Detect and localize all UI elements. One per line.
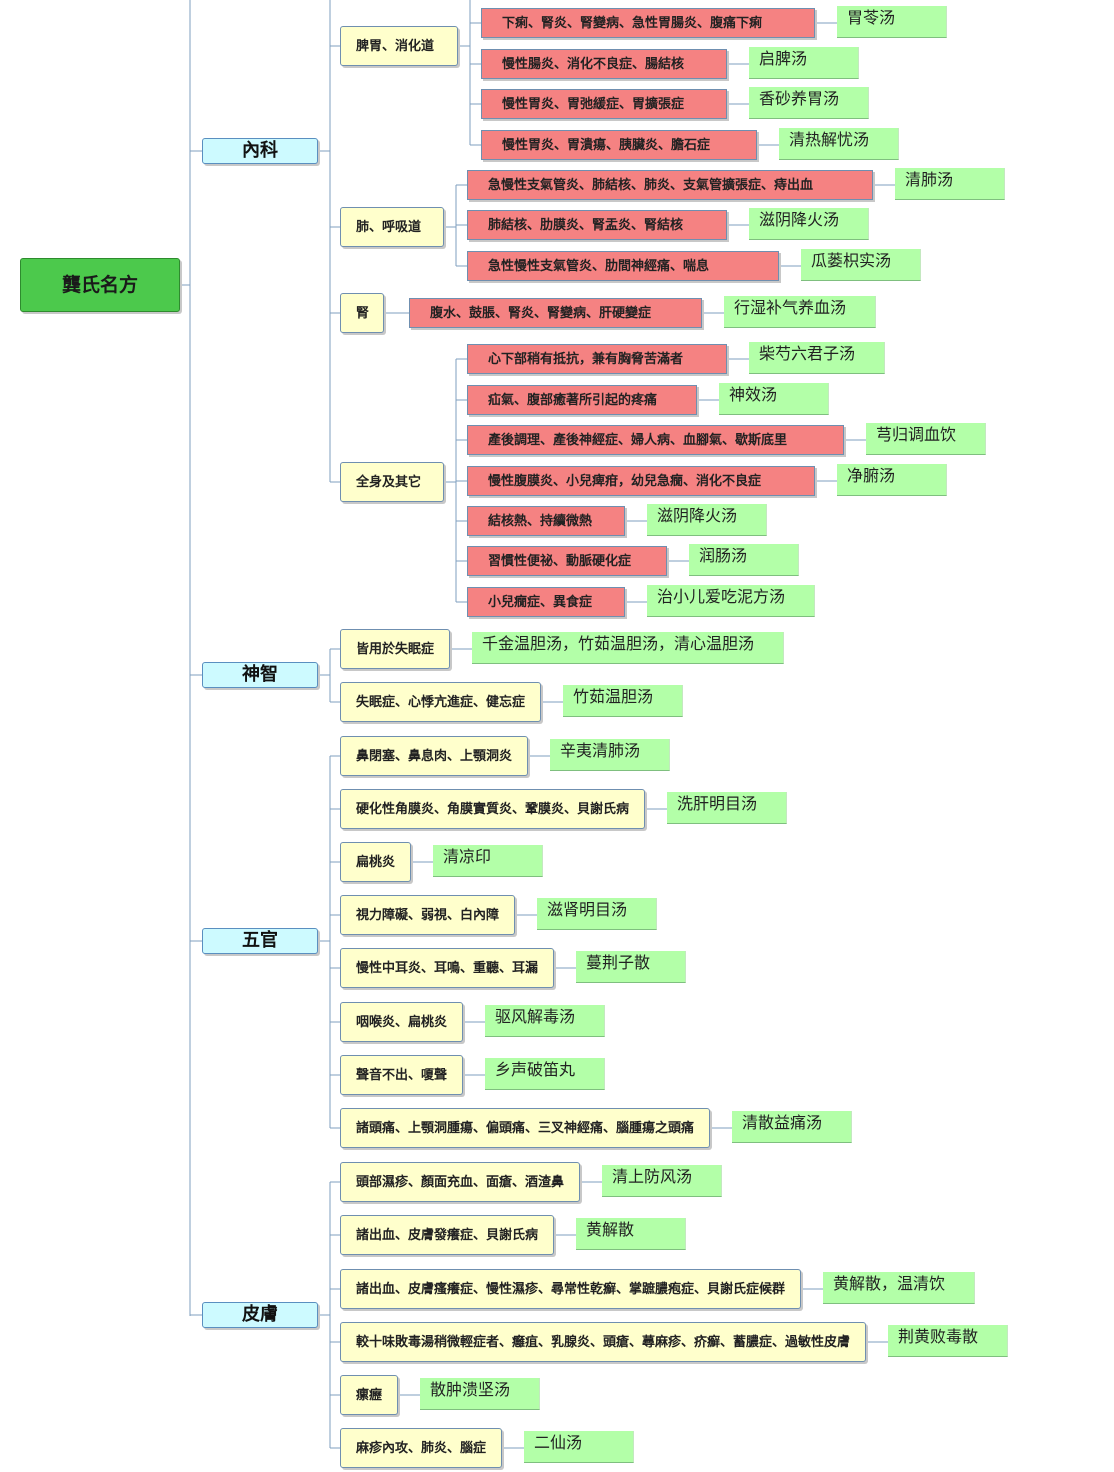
formula-3-0[interactable]: 柴芍六君子汤	[749, 342, 885, 374]
root-node[interactable]: 龔氏名方	[20, 258, 180, 312]
group-2-5[interactable]: 咽喉炎、扁桃炎	[340, 1002, 463, 1042]
group-0-3[interactable]: 全身及其它	[340, 462, 444, 502]
category-1[interactable]: 神智	[202, 662, 318, 688]
group-2-3[interactable]: 視力障礙、弱視、白內障	[340, 895, 515, 935]
symptom-3-0[interactable]: 心下部稍有抵抗，兼有胸脅苦滿者	[467, 344, 727, 374]
formula-1-0[interactable]: 千金温胆汤，竹茹温胆汤，清心温胆汤	[472, 632, 784, 664]
formula-2-3[interactable]: 滋肾明目汤	[537, 898, 657, 930]
group-2-7[interactable]: 諸頭痛、上顎洞腫瘍、偏頭痛、三叉神經痛、腦腫瘍之頭痛	[340, 1108, 710, 1148]
symptom-2-0[interactable]: 腹水、鼓脹、腎炎、腎變病、肝硬變症	[409, 298, 702, 328]
formula-2-1[interactable]: 洗肝明目汤	[667, 792, 787, 824]
group-0-0[interactable]: 脾胃、消化道	[340, 26, 458, 66]
symptom-0-2[interactable]: 慢性胃炎、胃弛緩症、胃擴張症	[481, 89, 727, 119]
symptom-1-2[interactable]: 急性慢性支氣管炎、肋間神經痛、喘息	[467, 251, 779, 281]
formula-3-2[interactable]: 芎归调血饮	[866, 423, 986, 455]
formula-3-2[interactable]: 黄解散，温清饮	[823, 1272, 975, 1304]
formula-2-2[interactable]: 清凉印	[433, 845, 543, 877]
group-0-1[interactable]: 肺、呼吸道	[340, 207, 444, 247]
group-1-1[interactable]: 失眠症、心悸亢進症、健忘症	[340, 682, 541, 722]
group-2-6[interactable]: 聲音不出、嗄聲	[340, 1055, 463, 1095]
group-0-2[interactable]: 腎	[340, 293, 384, 333]
symptom-3-2[interactable]: 產後調理、產後神經症、婦人病、血腳氣、歇斯底里	[467, 425, 844, 455]
formula-2-4[interactable]: 蔓荆子散	[576, 951, 686, 983]
symptom-0-3[interactable]: 慢性胃炎、胃潰瘍、胰臟炎、膽石症	[481, 130, 757, 160]
category-0[interactable]: 內科	[202, 138, 318, 164]
formula-1-1[interactable]: 竹茹温胆汤	[563, 685, 683, 717]
formula-3-5[interactable]: 二仙汤	[524, 1431, 634, 1463]
group-3-0[interactable]: 頭部濕疹、顏面充血、面瘡、酒渣鼻	[340, 1162, 580, 1202]
group-3-4[interactable]: 瘰癧	[340, 1375, 398, 1415]
formula-3-0[interactable]: 清上防风汤	[602, 1165, 722, 1197]
symptom-1-1[interactable]: 肺結核、肋膜炎、腎盂炎、腎結核	[467, 210, 727, 240]
group-3-2[interactable]: 諸出血、皮膚瘙癢症、慢性濕疹、尋常性乾癬、掌蹠膿疱症、貝謝氏症候群	[340, 1269, 801, 1309]
symptom-0-1[interactable]: 慢性腸炎、消化不良症、腸結核	[481, 49, 727, 79]
formula-2-0[interactable]: 辛夷清肺汤	[550, 739, 670, 771]
formula-2-0[interactable]: 行湿补气养血汤	[724, 296, 876, 328]
category-2[interactable]: 五官	[202, 928, 318, 954]
formula-3-1[interactable]: 神效汤	[719, 383, 829, 415]
group-2-2[interactable]: 扁桃炎	[340, 842, 411, 882]
group-2-0[interactable]: 鼻閉塞、鼻息肉、上顎洞炎	[340, 736, 528, 776]
formula-3-4[interactable]: 散肿溃坚汤	[420, 1378, 540, 1410]
formula-0-2[interactable]: 香砂养胃汤	[749, 87, 869, 119]
formula-0-1[interactable]: 启脾汤	[749, 47, 859, 79]
category-3[interactable]: 皮膚	[202, 1302, 318, 1328]
formula-1-0[interactable]: 清肺汤	[895, 168, 1005, 200]
symptom-0-0[interactable]: 下痢、腎炎、腎變病、急性胃腸炎、腹痛下痢	[481, 8, 815, 38]
group-2-4[interactable]: 慢性中耳炎、耳鳴、重聽、耳漏	[340, 948, 554, 988]
symptom-3-6[interactable]: 小兒癇症、異食症	[467, 587, 625, 617]
symptom-3-1[interactable]: 疝氣、腹部癒著所引起的疼痛	[467, 385, 697, 415]
formula-3-3[interactable]: 荆黄败毒散	[888, 1325, 1008, 1357]
formula-0-0[interactable]: 胃苓汤	[837, 6, 947, 38]
formula-2-7[interactable]: 清散益痛汤	[732, 1111, 852, 1143]
formula-1-2[interactable]: 瓜蒌枳实汤	[801, 249, 921, 281]
formula-2-5[interactable]: 驱风解毒汤	[485, 1005, 605, 1037]
formula-3-6[interactable]: 治小儿爱吃泥方汤	[647, 585, 815, 617]
formula-0-3[interactable]: 清热解忧汤	[779, 128, 899, 160]
group-3-1[interactable]: 諸出血、皮膚發癢症、貝謝氏病	[340, 1215, 554, 1255]
group-3-3[interactable]: 較十味敗毒湯稍微輕症者、癰疽、乳腺炎、頭瘡、蕁麻疹、疥癬、蓄膿症、過敏性皮膚	[340, 1322, 866, 1362]
formula-3-5[interactable]: 润肠汤	[689, 544, 799, 576]
symptom-1-0[interactable]: 急慢性支氣管炎、肺結核、肺炎、支氣管擴張症、痔出血	[467, 170, 873, 200]
formula-3-3[interactable]: 净腑汤	[837, 464, 947, 496]
group-1-0[interactable]: 皆用於失眠症	[340, 629, 450, 669]
formula-1-1[interactable]: 滋阴降火汤	[749, 208, 869, 240]
group-3-5[interactable]: 麻疹內攻、肺炎、腦症	[340, 1428, 502, 1468]
group-2-1[interactable]: 硬化性角膜炎、角膜實質炎、鞏膜炎、貝謝氏病	[340, 789, 645, 829]
formula-3-4[interactable]: 滋阴降火汤	[647, 504, 767, 536]
formula-2-6[interactable]: 乡声破笛丸	[485, 1058, 605, 1090]
symptom-3-4[interactable]: 結核熱、持續微熱	[467, 506, 625, 536]
symptom-3-3[interactable]: 慢性腹膜炎、小兒痺疳，幼兒急癇、消化不良症	[467, 466, 815, 496]
symptom-3-5[interactable]: 習慣性便祕、動脈硬化症	[467, 546, 667, 576]
formula-3-1[interactable]: 黄解散	[576, 1218, 686, 1250]
